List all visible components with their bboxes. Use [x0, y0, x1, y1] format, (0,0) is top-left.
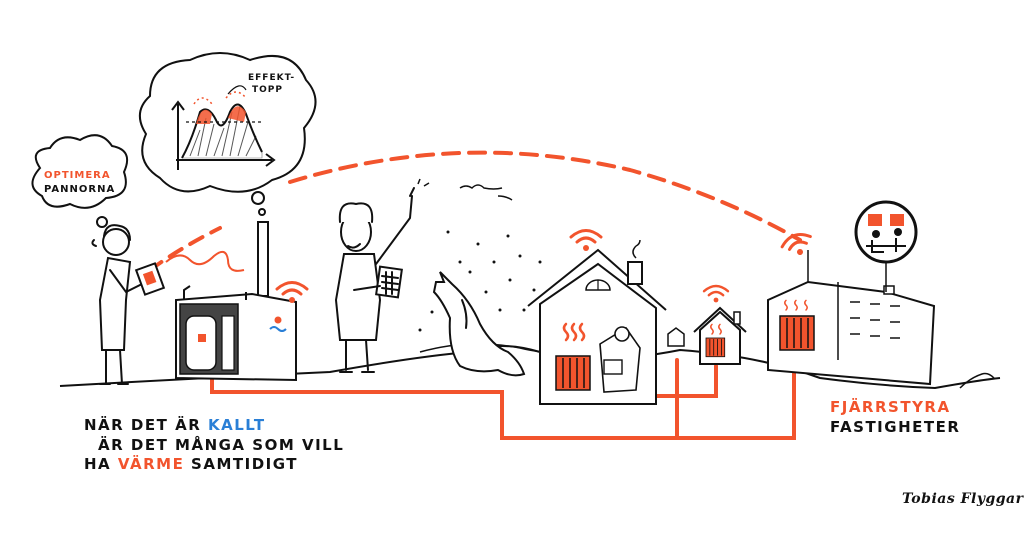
thought-bubble-chart: [139, 52, 317, 216]
caption-line2: ÄR DET MÅNGA SOM VILL: [98, 435, 345, 454]
operator-person: [91, 224, 166, 385]
caption-highlight-heat: VÄRME: [117, 455, 185, 473]
caption-line1: NÄR DET ÄR KALLT: [84, 416, 344, 436]
artist-signature: Tobias Flyggar: [902, 491, 1024, 507]
caption-line3-suffix: SAMTIDIGT: [184, 455, 299, 473]
main-house: [527, 239, 667, 405]
caption-highlight-cold: KALLT: [207, 416, 266, 434]
remote-control-label: FJÄRRSTYRA FASTIGHETER: [830, 398, 960, 437]
small-shed: [667, 327, 685, 347]
caption-line3: HA VÄRME SAMTIDIGT: [84, 455, 344, 475]
caption-line3-prefix: HA: [84, 455, 118, 473]
brand-logo-icon: [269, 316, 287, 332]
radiator-icon: [555, 355, 591, 391]
communication-arc: [148, 226, 222, 272]
optimize-label-line2: PANNORNA: [44, 184, 115, 195]
optimize-label-line1: OPTIMERA: [44, 170, 111, 181]
office-building: [767, 250, 936, 386]
howling-wolf: [432, 271, 526, 377]
thought-bubble-optimize: [31, 134, 128, 240]
effekt-label-line1: EFFEKT-: [248, 73, 295, 83]
caption-text: NÄR DET ÄR KALLT ÄR DET MÅNGA SOM VILL H…: [84, 416, 344, 475]
remote-control-title: FJÄRRSTYRA: [830, 398, 951, 416]
remote-office-view: [854, 200, 918, 292]
caption-line1-prefix: NÄR DET ÄR: [84, 416, 208, 434]
remote-control-subtitle: FASTIGHETER: [830, 417, 961, 436]
snowflakes: [418, 230, 542, 332]
boiler-house: [175, 221, 297, 382]
effekt-label-line2: TOPP: [252, 85, 283, 95]
engineer-person: [334, 187, 415, 373]
